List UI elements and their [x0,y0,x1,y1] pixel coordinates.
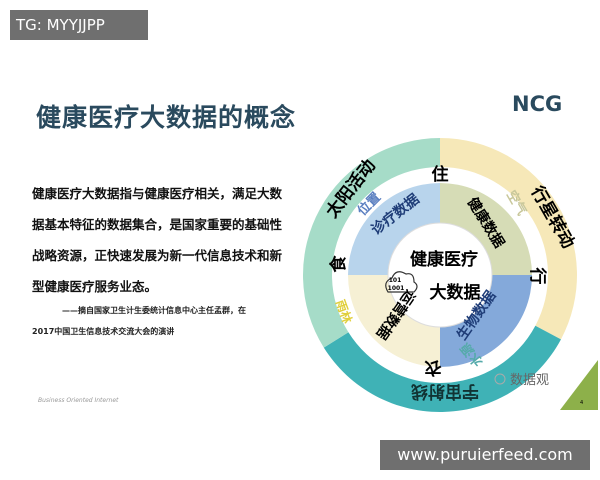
middle-label-travel: 行 [527,267,548,285]
ncg-logo: NCG [512,92,563,116]
middle-label-live: 住 [432,164,449,185]
middle-label-clothing: 衣 [425,357,442,378]
source-line-1: ——摘自国家卫生计生委统计信息中心主任孟群，在 [62,306,246,315]
outer-label-cosmic: 宇宙射线 [411,381,479,402]
bottom-watermark: www.puruierfeed.com [380,440,590,470]
cloud-icon: 101 1001 [385,271,418,293]
center-title-line2: 大数据 [430,282,481,303]
outer-ring-light-teal [303,138,440,348]
inner-quadrant-clinical [348,183,440,275]
outer-ring-yellow [440,138,577,340]
svg-text:1001: 1001 [388,285,405,292]
center-title-line1: 健康医疗 [410,249,478,270]
inner-quadrant-ops [348,275,440,367]
corner-decoration [560,360,598,410]
footer-text: Business Oriented Internet [38,397,119,404]
center-circle [387,222,493,328]
wechat-icon [494,373,506,385]
wechat-mark: 数据观 [510,373,549,388]
page-number: 4 [580,400,583,406]
source-line-2: 2017中国卫生信息技术交流大会的演讲 [32,327,175,336]
inner-quadrant-health [440,183,532,275]
source-citation: ——摘自国家卫生计生委统计信息中心主任孟群，在 2017中国卫生信息技术交流大会… [32,300,282,342]
svg-text:101: 101 [389,277,402,284]
middle-label-food: 食 [328,255,349,273]
outer-ring-dark-teal [323,325,561,412]
inner-quadrant-bio [440,275,532,367]
slide-body-text: 健康医疗大数据指与健康医疗相关，满足大数据基本特征的数据集合，是国家重要的基础性… [32,186,283,294]
top-watermark: TG: MYYJJPP [10,10,148,40]
slide-title: 健康医疗大数据的概念 [36,103,297,132]
